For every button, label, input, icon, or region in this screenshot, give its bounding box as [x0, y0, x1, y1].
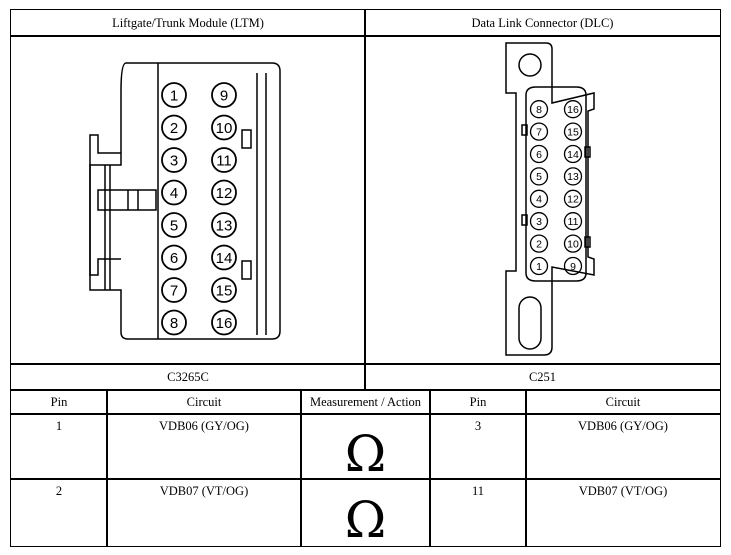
ltm-pin-16-label: 16 [216, 315, 233, 332]
dlc-pin-10-circle [563, 234, 583, 253]
dlc-pin-10-label: 10 [567, 238, 579, 250]
ltm-connector-body [89, 62, 281, 340]
row1-pin-a: 1 [10, 413, 108, 480]
dlc-pin-3-circle [529, 212, 549, 231]
ltm-pin-16-circle [211, 309, 237, 336]
ltm-pin-2-label: 2 [170, 120, 178, 137]
dlc-pin-8-circle [529, 100, 549, 119]
ltm-pin-13-label: 13 [216, 217, 233, 234]
row2-pin-a: 2 [10, 478, 108, 547]
ltm-pin-10-label: 10 [216, 120, 233, 137]
row2-pin-b: 11 [429, 478, 527, 547]
col-header-circuit-b: Circuit [525, 389, 721, 415]
dlc-pin-7-label: 7 [536, 126, 542, 138]
dlc-pin-4-circle [529, 189, 549, 208]
dlc-connector-id: C251 [364, 363, 721, 391]
dlc-pin-5-label: 5 [536, 171, 542, 183]
dlc-pin-8-label: 8 [536, 104, 542, 116]
col-header-measurement: Measurement / Action [300, 389, 431, 415]
dlc-pin-16-circle [563, 100, 583, 119]
dlc-pin-12-circle [563, 189, 583, 208]
ltm-pin-4-label: 4 [170, 185, 178, 202]
ltm-pin-1-label: 1 [170, 87, 178, 104]
dlc-pin-14-circle [563, 144, 583, 164]
dlc-pin-1-label: 1 [536, 261, 542, 273]
dlc-pin-1-circle [529, 256, 549, 276]
ltm-pin-12-circle [211, 179, 237, 206]
ltm-latch [89, 134, 121, 276]
ltm-connector-title: Liftgate/Trunk Module (LTM) [10, 9, 366, 37]
col-header-pin-a: Pin [10, 389, 108, 415]
dlc-pin-15-label: 15 [567, 126, 579, 138]
ltm-pin-9-circle [211, 82, 237, 108]
ltm-pin-10-circle [211, 114, 237, 141]
ltm-pin-13-circle [211, 212, 237, 238]
ltm-pin-5-label: 5 [170, 217, 178, 234]
dlc-pin-6-circle [529, 144, 549, 164]
ltm-pin-14-label: 14 [216, 250, 233, 267]
row1-ohm-symbol: Ω [300, 413, 431, 483]
ltm-pin-15-label: 15 [216, 282, 233, 299]
ltm-pin-1-circle [161, 82, 187, 108]
dlc-pin-13-circle [563, 167, 583, 186]
dlc-pin-6-label: 6 [536, 149, 542, 161]
ltm-pin-3-circle [161, 147, 187, 173]
ltm-pin-8-circle [161, 309, 187, 336]
ltm-pin-11-label: 11 [216, 152, 232, 169]
col-header-circuit-a: Circuit [106, 389, 302, 415]
pinout-sheet: Liftgate/Trunk Module (LTM) Data Link Co… [10, 9, 721, 549]
row1-circuit-a: VDB06 (GY/OG) [106, 413, 302, 480]
ltm-pin-2-circle [161, 114, 187, 141]
dlc-pin-14-label: 14 [567, 149, 579, 161]
dlc-pin-2-circle [529, 234, 549, 253]
dlc-pin-16-label: 16 [567, 104, 579, 116]
dlc-mounting-hole-top [518, 53, 542, 77]
dlc-mounting-slot-bottom [518, 296, 542, 350]
row2-circuit-b: VDB07 (VT/OG) [525, 478, 721, 547]
ltm-pin-9-label: 9 [220, 87, 228, 104]
dlc-pin-11-label: 11 [568, 216, 579, 228]
dlc-connector-panel [364, 35, 721, 365]
row1-circuit-b: VDB06 (GY/OG) [525, 413, 721, 480]
ltm-pin-6-label: 6 [170, 250, 178, 267]
row2-ohm-symbol: Ω [300, 478, 431, 549]
ltm-connector-panel [10, 35, 366, 365]
row1-pin-b: 3 [429, 413, 527, 480]
dlc-pin-7-circle [529, 122, 549, 141]
dlc-pin-9-label: 9 [570, 261, 576, 273]
ltm-pin-15-circle [211, 277, 237, 303]
dlc-pin-12-label: 12 [567, 194, 579, 206]
ltm-pin-4-circle [161, 179, 187, 206]
ltm-pin-12-label: 12 [216, 185, 233, 202]
row2-circuit-a: VDB07 (VT/OG) [106, 478, 302, 547]
ltm-pin-3-label: 3 [170, 152, 178, 169]
ltm-pin-11-circle [211, 147, 237, 173]
dlc-pin-2-label: 2 [536, 238, 542, 250]
ltm-connector-id: C3265C [10, 363, 366, 391]
dlc-connector-title: Data Link Connector (DLC) [364, 9, 721, 37]
dlc-pin-3-label: 3 [536, 216, 542, 228]
dlc-pin-4-label: 4 [536, 194, 542, 206]
ltm-pin-14-circle [211, 244, 237, 271]
ltm-pin-7-label: 7 [170, 282, 178, 299]
dlc-pin-face [525, 86, 587, 282]
ltm-pin-8-label: 8 [170, 315, 178, 332]
ltm-pin-5-circle [161, 212, 187, 238]
dlc-pin-13-label: 13 [567, 171, 579, 183]
dlc-pin-11-circle [563, 212, 583, 231]
ltm-pin-7-circle [161, 277, 187, 303]
col-header-pin-b: Pin [429, 389, 527, 415]
dlc-pin-9-circle [563, 256, 583, 276]
dlc-pin-5-circle [529, 167, 549, 186]
dlc-housing [505, 42, 595, 356]
ltm-pin-6-circle [161, 244, 187, 271]
dlc-pin-15-circle [563, 122, 583, 141]
